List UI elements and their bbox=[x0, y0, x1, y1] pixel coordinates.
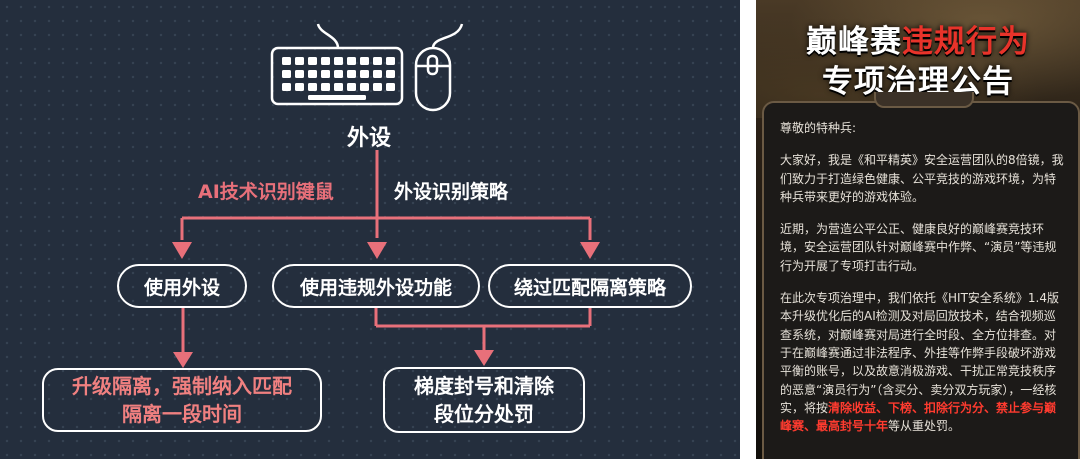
notice-greeting: 尊敬的特种兵: bbox=[780, 121, 857, 135]
announcement-title-line1: 巅峰赛违规行为 bbox=[756, 16, 1080, 61]
notice-paragraph-2: 近期，为营造公平公正、健康良好的巅峰赛竞技环境，安全运营团队针对巅峰赛中作弊、“… bbox=[780, 222, 1057, 273]
arrow-outcome-left bbox=[173, 352, 193, 368]
notice-body: 尊敬的特种兵: 大家好，我是《和平精英》安全运营团队的8倍镜，我们致力于打造绿色… bbox=[762, 101, 1080, 459]
outcome-left-line2: 隔离一段时间 bbox=[122, 402, 242, 426]
title-peak-match: 巅峰赛 bbox=[806, 24, 902, 60]
keyboard-icon bbox=[270, 23, 404, 106]
arrow-use-illegal bbox=[367, 242, 387, 259]
outcome-right-line2: 段位分处罚 bbox=[434, 402, 534, 426]
arrow-bypass bbox=[580, 242, 600, 259]
notice-paragraph-3-text: 在此次专项治理中，我们依托《HIT安全系统》1.4版本升级优化后的AI检测及对局… bbox=[780, 291, 1059, 415]
notice-paragraph-3: 在此次专项治理中，我们依托《HIT安全系统》1.4版本升级优化后的AI检测及对局… bbox=[780, 289, 1064, 435]
edge-label-ai-detection: AI技术识别键鼠 bbox=[198, 181, 334, 203]
connector-lines bbox=[180, 150, 592, 354]
announcement-panel: 巅峰赛违规行为 专项治理公告 尊敬的特种兵: 大家好，我是《和平精英》安全运营团… bbox=[756, 0, 1080, 459]
flow-diagram-panel: 外设 AI技术识别键鼠 外设识别策略 使用外设 使用违规外设功能 绕过匹配隔离策… bbox=[0, 0, 740, 459]
edge-label-peripheral-strategy: 外设识别策略 bbox=[394, 181, 509, 203]
flow-lines bbox=[172, 23, 600, 368]
outcome-left-line1: 升级隔离，强制纳入匹配 bbox=[72, 374, 292, 398]
outcome-right-line1: 梯度封号和清除 bbox=[414, 374, 554, 398]
node-use-illegal-peripheral: 使用违规外设功能 bbox=[272, 264, 480, 308]
node-bypass-isolation: 绕过匹配隔离策略 bbox=[488, 264, 692, 308]
outcome-ban-penalty: 梯度封号和清除 段位分处罚 bbox=[383, 367, 585, 433]
peripheral-title: 外设 bbox=[347, 126, 392, 151]
notice-penalty-highlight: 清除收益、下榜、扣除行为分、禁止参与巅峰赛、最高封号十年 bbox=[780, 400, 1057, 434]
panel-top-tab bbox=[874, 92, 974, 108]
arrowheads bbox=[172, 242, 600, 368]
arrow-outcome-right bbox=[474, 350, 494, 366]
mouse-icon bbox=[414, 23, 464, 112]
outcome-upgrade-isolation: 升级隔离，强制纳入匹配 隔离一段时间 bbox=[42, 368, 322, 432]
title-violations: 违规行为 bbox=[902, 24, 1030, 60]
arrow-use-peripheral bbox=[172, 242, 192, 259]
node-use-peripheral: 使用外设 bbox=[117, 264, 247, 308]
panel-divider bbox=[740, 0, 756, 459]
notice-paragraph-1: 大家好，我是《和平精英》安全运营团队的8倍镜，我们致力于打造绿色健康、公平竞技的… bbox=[780, 153, 1064, 204]
notice-paragraph-3-end: 等从重处罚。 bbox=[888, 419, 961, 434]
